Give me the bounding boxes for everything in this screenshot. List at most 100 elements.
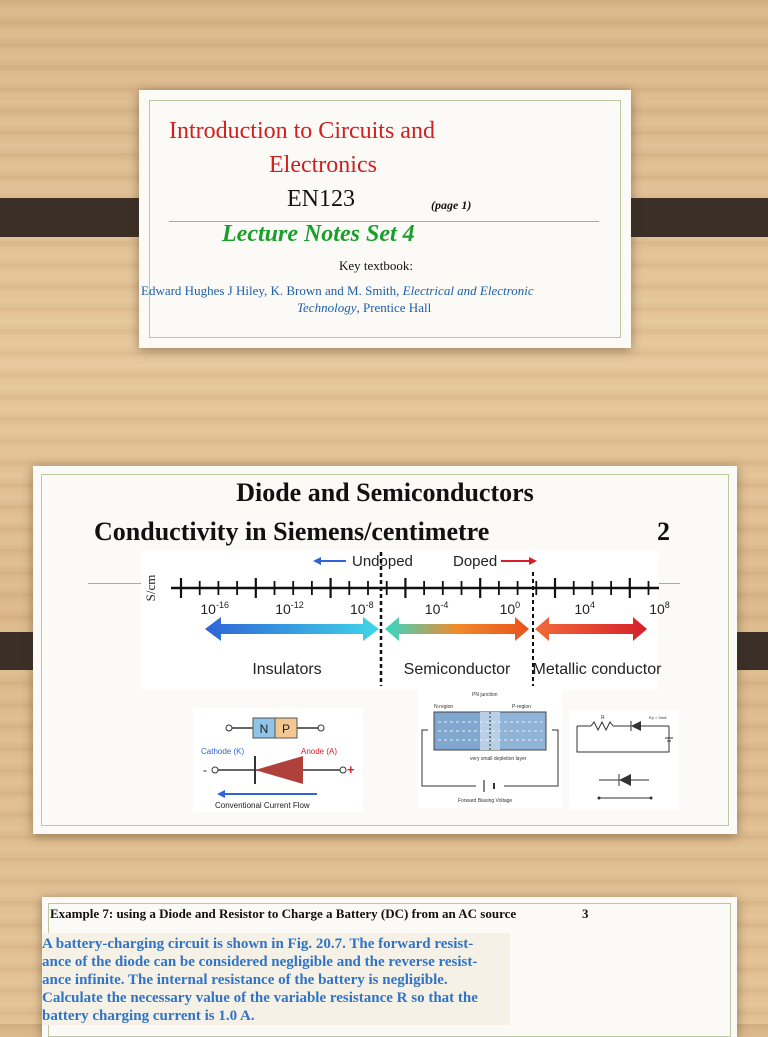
tick-label-exponent: -12 [291,600,304,610]
junction-title: PN junction [472,692,498,698]
tick-label: 10-4 [425,600,449,617]
slide-2-frame [41,474,729,826]
p-label: P [282,722,290,736]
current-flow-arrowhead [217,790,225,798]
junction-n-region-label: N-region [434,704,453,710]
cathode-label: Cathode (K) [201,747,244,756]
tick-label-exponent: 8 [665,600,670,610]
slide-2: Diode and Semiconductors Conductivity in… [33,466,737,834]
textbook-citation: Edward Hughes J Hiley, K. Brown and M. S… [141,283,534,299]
page-note: (page 1) [431,198,472,212]
undoped-arrowhead [313,557,321,565]
problem-line: A battery-charging circuit is shown in F… [42,936,474,952]
tick-label-base: 10 [200,601,216,617]
circuit-1-resistor [590,720,614,732]
diode-terminal-left [225,724,233,732]
tick-label-base: 10 [275,601,291,617]
problem-line: Calculate the necessary value of the var… [42,990,478,1006]
problem-line: ance infinite. The internal resistance o… [42,972,448,988]
slide-2-title: Diode and Semiconductors [236,478,534,507]
anode-label: Anode (A) [301,747,337,756]
binder-clip-left-1 [0,198,155,237]
bias-wire-right [504,729,559,787]
tick-label-base: 10 [574,601,590,617]
textbook-label: Key textbook: [339,258,414,273]
tick-label: 108 [649,600,670,617]
semiconductor-band [385,617,529,641]
problem-text: A battery-charging circuit is shown in F… [42,933,510,1025]
slide-1-frame [149,100,621,338]
circuit-3-node-right [649,796,653,800]
problem-line: ance of the diode can be considered negl… [42,954,478,970]
textbook-authors: Edward Hughes J Hiley, K. Brown and M. S… [141,283,400,298]
slide-3-number: 3 [582,906,589,921]
scale-ticks [179,578,650,598]
circuits-background [569,710,679,810]
p-region-box [274,717,298,739]
tick-label-base: 10 [649,601,665,617]
circuit-1-wire [576,726,670,753]
diode-triangle [255,756,303,784]
slide-1-title-line2: Electronics [269,152,377,178]
band-label-metallic: Metallic conductor [533,661,663,678]
binder-clip-right-1 [613,198,768,237]
textbook-title-part1: Electrical and Electronic [402,283,534,298]
tick-label: 10-16 [200,600,229,617]
scale-background [141,550,659,690]
insulator-band [205,617,379,641]
tick-label: 10-8 [350,600,374,617]
problem-line: battery charging current is 1.0 A. [42,1008,255,1024]
diode-terminal-right [317,724,325,732]
tick-label: 100 [500,600,521,617]
example-heading: Example 7: using a Diode and Resistor to… [50,906,517,921]
tick-label-exponent: 0 [515,600,520,610]
tick-label-base: 10 [425,601,441,617]
anode-plus: + [347,762,355,777]
tick-label-base: 10 [350,601,366,617]
pn-junction-figure: PN junction N-region P-region very small… [418,688,563,808]
symbol-terminal-left [211,766,219,774]
lecture-subtitle: Lecture Notes Set 4 [222,221,415,247]
junction-p-region-label: P-region [512,704,531,710]
circuit-1-diode [631,721,641,731]
course-code: EN123 [287,186,355,212]
depletion-label: very small depletion layer [470,756,527,762]
tick-label-exponent: -16 [216,600,229,610]
bias-wire-left [421,729,476,787]
diode-circuits-figure: R Ep = 2mA [569,710,679,810]
slide-2-subtitle: Conductivity in Siemens/centimetre [94,517,490,546]
slide-2-number: 2 [657,517,670,546]
circuit-r-label: R [601,715,605,721]
tick-label: 104 [574,600,595,617]
tick-label-base: 10 [500,601,516,617]
bias-label: Forward Biasing Voltage [458,798,512,804]
tick-label: 10-12 [275,600,304,617]
slide-3: Example 7: using a Diode and Resistor to… [42,897,737,1037]
slide-1-title-line1: Introduction to Circuits and [169,118,435,144]
circuit-3-node-left [597,796,601,800]
circuit-2-diode [619,774,631,786]
title-divider [169,221,599,222]
scale-unit-label: S/cm [143,575,158,602]
metallic-band [535,617,647,641]
cathode-minus: - [203,763,207,777]
doped-label: Doped [453,553,497,570]
slide-1: Introduction to Circuits and Electronics… [139,90,631,348]
band-label-insulators: Insulators [252,661,321,678]
tick-label-exponent: -8 [366,600,374,610]
textbook-title-part2: Technology [297,300,357,315]
band-label-semiconductor: Semiconductor [404,661,511,678]
textbook-citation-line2: Technology, Prentice Hall [297,300,431,316]
current-flow-label: Conventional Current Flow [215,801,310,810]
circuit-source-label: Ep = 2mA [649,715,667,720]
doped-arrowhead [529,557,537,565]
tick-label-exponent: -4 [440,600,448,610]
textbook-publisher: , Prentice Hall [356,300,432,315]
problem-text-box: A battery-charging circuit is shown in F… [42,933,510,1025]
tick-label-exponent: 4 [590,600,595,610]
undoped-label: Undoped [352,553,413,570]
symbol-terminal-right [339,766,347,774]
diode-symbol-figure: N P Cathode (K) Anode (A) - + Convention… [193,708,363,812]
